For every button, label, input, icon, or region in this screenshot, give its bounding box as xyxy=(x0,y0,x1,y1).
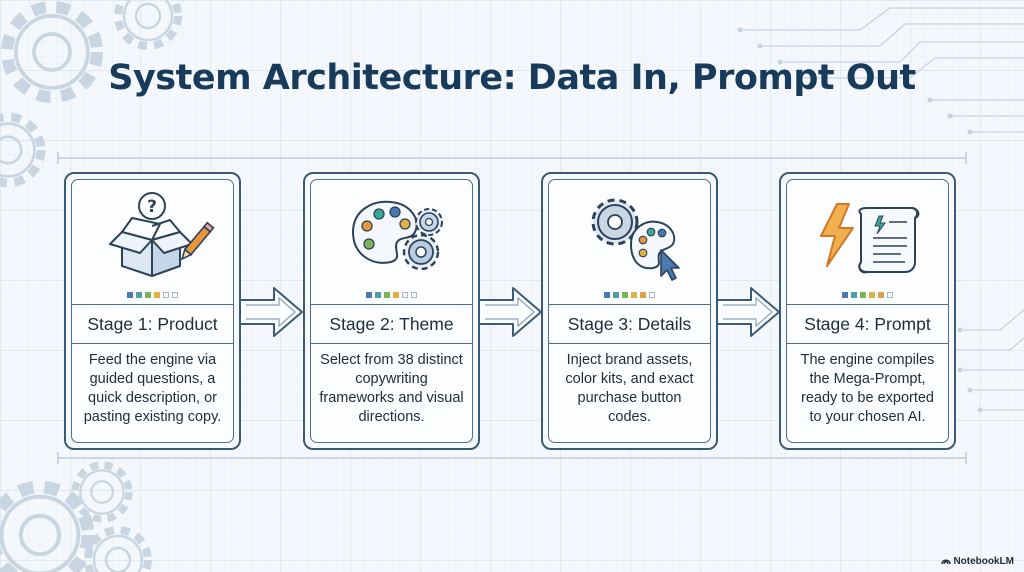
lightning-scroll-icon xyxy=(787,180,948,287)
progress-dot xyxy=(604,292,610,298)
stage-card-product: ? Stage 1: Product Feed the engine via g… xyxy=(64,172,241,450)
circuit-lines xyxy=(740,7,1024,411)
question-box-pencil-icon: ? xyxy=(72,180,233,287)
stage-title: Stage 1: Product xyxy=(72,304,233,344)
progress-dot xyxy=(631,292,637,298)
progress-dot xyxy=(640,292,646,298)
progress-dot xyxy=(154,292,160,298)
progress-dot xyxy=(136,292,142,298)
progress-dot xyxy=(851,292,857,298)
progress-dot xyxy=(878,292,884,298)
progress-dot xyxy=(411,292,417,298)
gear-palette-cursor-icon xyxy=(549,180,710,287)
stage-title: Stage 2: Theme xyxy=(311,304,472,344)
stage-description: The engine compiles the Mega-Prompt, rea… xyxy=(800,352,935,425)
progress-dot xyxy=(393,292,399,298)
progress-dot xyxy=(613,292,619,298)
svg-text:?: ? xyxy=(147,197,157,217)
page-title: System Architecture: Data In, Prompt Out xyxy=(108,58,916,98)
stage-description: Feed the engine via guided questions, a … xyxy=(83,352,222,425)
progress-dot xyxy=(869,292,875,298)
stage-card-theme: Stage 2: Theme Select from 38 distinct c… xyxy=(303,172,480,450)
progress-dot xyxy=(163,292,169,298)
progress-dot xyxy=(860,292,866,298)
progress-dot xyxy=(366,292,372,298)
arrow-right-icon xyxy=(478,287,542,337)
progress-dot xyxy=(172,292,178,298)
stage-card-details: Stage 3: Details Inject brand assets, co… xyxy=(541,172,718,450)
progress-dots xyxy=(72,292,233,298)
stage-description: Inject brand assets, color kits, and exa… xyxy=(565,352,694,425)
notebooklm-logo-icon xyxy=(941,559,952,565)
progress-dot xyxy=(402,292,408,298)
brand-label: NotebookLM xyxy=(953,556,1014,567)
arrow-right-icon xyxy=(239,287,303,337)
progress-dot xyxy=(622,292,628,298)
progress-dots xyxy=(549,292,710,298)
progress-dot xyxy=(127,292,133,298)
progress-dot xyxy=(649,292,655,298)
progress-dots xyxy=(787,292,948,298)
dimension-lines xyxy=(57,152,967,464)
progress-dot xyxy=(145,292,151,298)
progress-dot xyxy=(842,292,848,298)
progress-dot xyxy=(384,292,390,298)
stage-title: Stage 3: Details xyxy=(549,304,710,344)
stage-card-prompt: Stage 4: Prompt The engine compiles the … xyxy=(779,172,956,450)
progress-dots xyxy=(311,292,472,298)
brand-watermark: NotebookLM xyxy=(941,556,1014,567)
progress-dot xyxy=(375,292,381,298)
palette-gears-icon xyxy=(311,180,472,287)
stage-description: Select from 38 distinct copywriting fram… xyxy=(319,352,464,425)
progress-dot xyxy=(887,292,893,298)
arrow-right-icon xyxy=(716,287,780,337)
stage-title: Stage 4: Prompt xyxy=(787,304,948,344)
